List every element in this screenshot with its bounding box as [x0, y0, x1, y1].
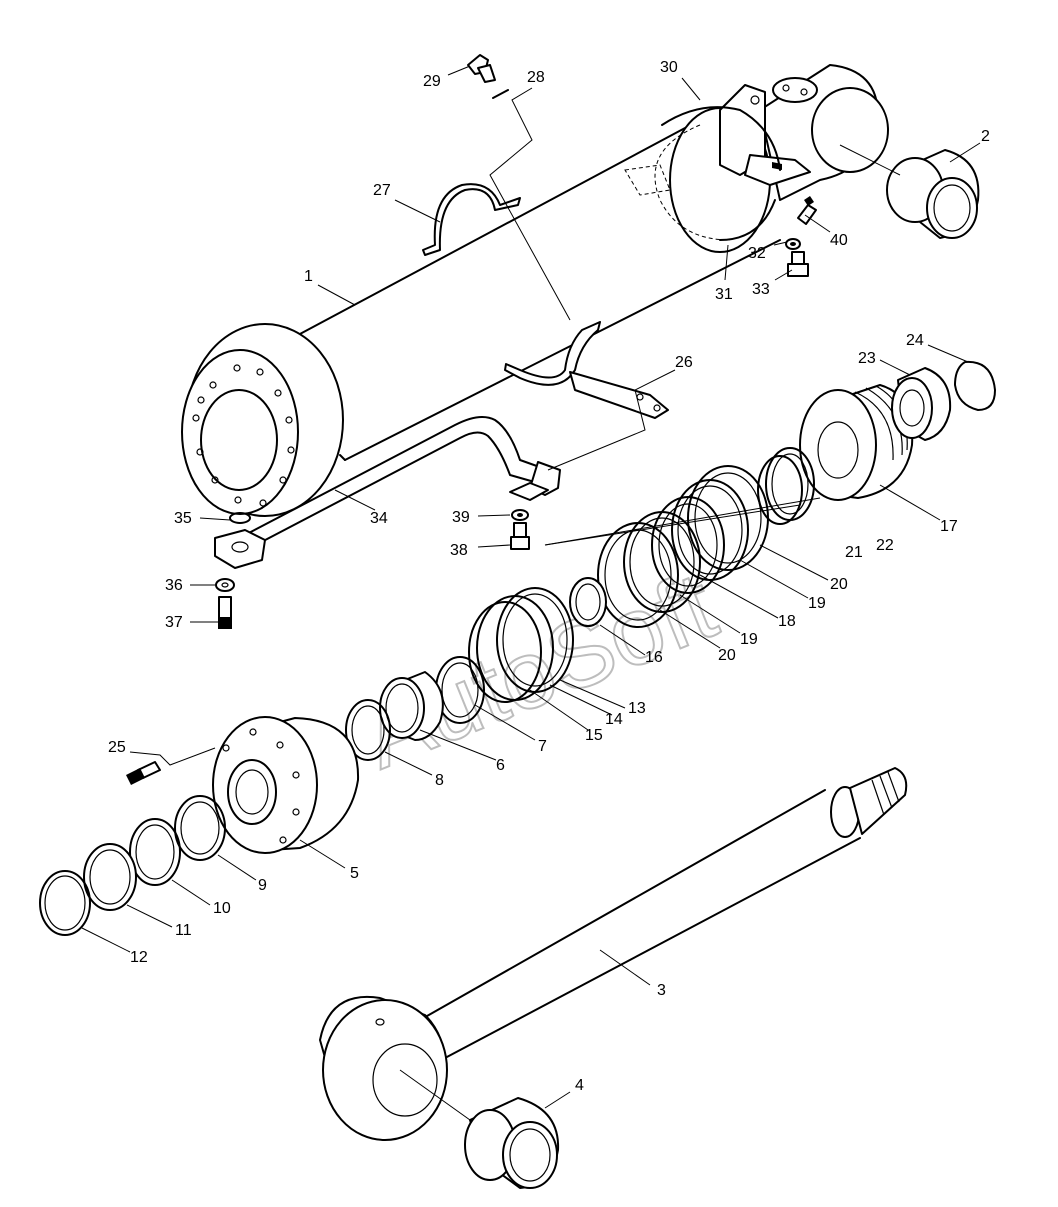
bolt-38 [510, 522, 530, 550]
callout-10: 10 [213, 900, 231, 917]
ring-16 [569, 577, 607, 627]
callout-2: 2 [981, 128, 990, 145]
callout-32: 32 [748, 245, 766, 262]
piston-nut-23 [891, 367, 952, 441]
bolt-37 [218, 596, 232, 629]
callout-35: 35 [174, 510, 192, 527]
callout-7: 7 [538, 738, 547, 755]
callout-4: 4 [575, 1077, 584, 1094]
pin-28 [492, 89, 509, 99]
bolt-25 [126, 761, 161, 785]
seal-10 [129, 818, 181, 886]
piston-rod-3 [319, 767, 908, 1141]
callout-21: 21 [845, 544, 863, 561]
wear-ring-20a [687, 465, 769, 571]
bolt-29 [467, 54, 496, 83]
callout-17: 17 [940, 518, 958, 535]
seal-8 [345, 699, 391, 761]
callout-20b: 20 [718, 647, 736, 664]
callout-8: 8 [435, 772, 444, 789]
wiper-11 [83, 843, 137, 911]
callout-34: 34 [370, 510, 388, 527]
callout-36: 36 [165, 577, 183, 594]
bushing-6 [379, 671, 444, 741]
pipe-clamp-lower [504, 321, 669, 419]
callout-16: 16 [645, 649, 663, 666]
washer-32 [785, 238, 801, 250]
bushing-4 [464, 1097, 560, 1189]
washer-36 [215, 578, 235, 592]
seal-15 [468, 601, 542, 703]
callout-28: 28 [527, 69, 545, 86]
callout-19a: 19 [808, 595, 826, 612]
o-ring-35 [229, 512, 251, 524]
snap-ring-24 [954, 360, 996, 411]
clamp-ring-30 [661, 106, 781, 171]
callout-3: 3 [657, 982, 666, 999]
seal-ring-21 [757, 455, 803, 525]
clamp-ring-31 [719, 199, 776, 241]
flange-bolt-holes [192, 364, 295, 507]
callout-25: 25 [108, 739, 126, 756]
callout-26: 26 [675, 354, 693, 371]
callout-13: 13 [628, 700, 646, 717]
callout-39: 39 [452, 509, 470, 526]
callout-11: 11 [175, 922, 192, 939]
seal-9 [174, 795, 226, 861]
callout-29: 29 [423, 73, 441, 90]
callout-40: 40 [830, 232, 848, 249]
pipe-clamp-upper [422, 183, 521, 256]
grease-nipple-40 [797, 196, 817, 225]
callout-30: 30 [660, 59, 678, 76]
callout-1: 1 [304, 268, 313, 285]
callout-14: 14 [605, 711, 623, 728]
cylinder-tube [181, 64, 889, 517]
callout-6: 6 [496, 757, 505, 774]
callout-23: 23 [858, 350, 876, 367]
rod-head-5 [212, 716, 360, 854]
callout-labels: 1 2 3 4 5 6 7 8 9 10 11 12 13 14 15 16 1… [108, 59, 990, 1094]
callout-38: 38 [450, 542, 468, 559]
bushing-2 [886, 149, 980, 239]
pipe-flange-block [214, 529, 266, 569]
callout-18: 18 [778, 613, 796, 630]
callout-15: 15 [585, 727, 603, 744]
callout-33: 33 [752, 281, 770, 298]
ring-12 [39, 870, 91, 936]
hydraulic-pipe [244, 415, 561, 549]
callout-19b: 19 [740, 631, 758, 648]
callout-27: 27 [373, 182, 391, 199]
callout-31: 31 [715, 286, 733, 303]
callout-37: 37 [165, 614, 183, 631]
callout-24: 24 [906, 332, 924, 349]
callout-12: 12 [130, 949, 148, 966]
callout-9: 9 [258, 877, 267, 894]
callout-20a: 20 [830, 576, 848, 593]
callout-5: 5 [350, 865, 359, 882]
seal-18 [651, 496, 725, 594]
washer-39 [511, 509, 529, 521]
leader-lines [81, 65, 981, 1121]
callout-22: 22 [876, 537, 894, 554]
bolt-33 [787, 251, 809, 277]
